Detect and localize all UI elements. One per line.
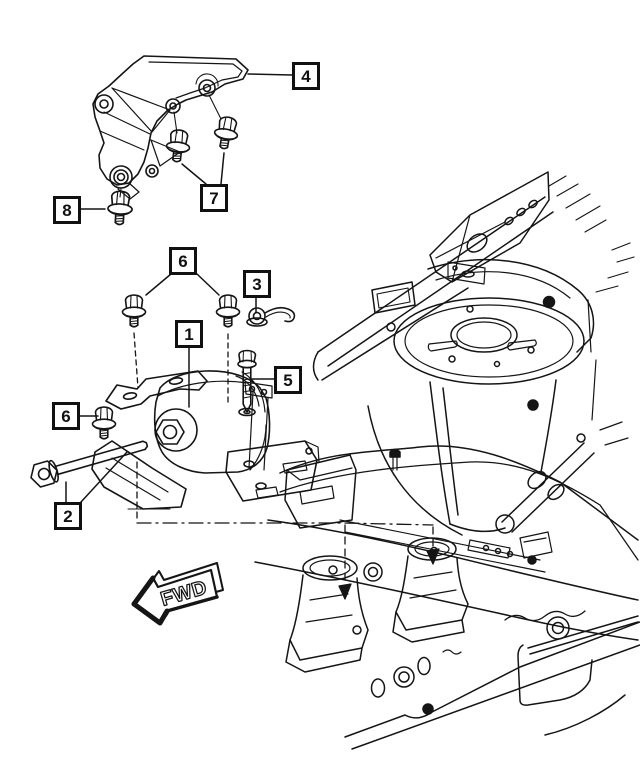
fwd-arrow: FWD xyxy=(131,562,224,626)
callout-leader-lines xyxy=(65,73,293,503)
callout-5: 5 xyxy=(274,366,302,394)
callout-7-label: 7 xyxy=(209,188,219,208)
callout-6-side: 6 xyxy=(52,402,80,430)
bolt-part-8 xyxy=(106,188,134,226)
bracket-part-4 xyxy=(92,55,249,200)
callout-8-label: 8 xyxy=(62,200,72,220)
callout-2: 2 xyxy=(54,502,82,530)
callout-1-label: 1 xyxy=(184,324,194,344)
bolts-part-6 xyxy=(91,294,241,440)
callout-7: 7 xyxy=(200,184,228,212)
callout-6-side-label: 6 xyxy=(61,406,71,426)
callout-4-label: 4 xyxy=(301,66,311,86)
callout-8: 8 xyxy=(53,196,81,224)
callout-3: 3 xyxy=(243,270,271,298)
callout-6-upper: 6 xyxy=(169,247,197,275)
through-bolt-part-2 xyxy=(30,440,149,488)
callout-6-upper-label: 6 xyxy=(178,251,188,271)
body-structure xyxy=(254,171,640,750)
retainer-clip-part-3 xyxy=(246,306,296,327)
callout-3-label: 3 xyxy=(252,274,262,294)
callout-4: 4 xyxy=(292,62,320,90)
bolts-part-7 xyxy=(164,94,242,164)
callout-2-label: 2 xyxy=(63,506,73,526)
callout-1: 1 xyxy=(175,320,203,348)
callout-5-label: 5 xyxy=(283,370,293,390)
